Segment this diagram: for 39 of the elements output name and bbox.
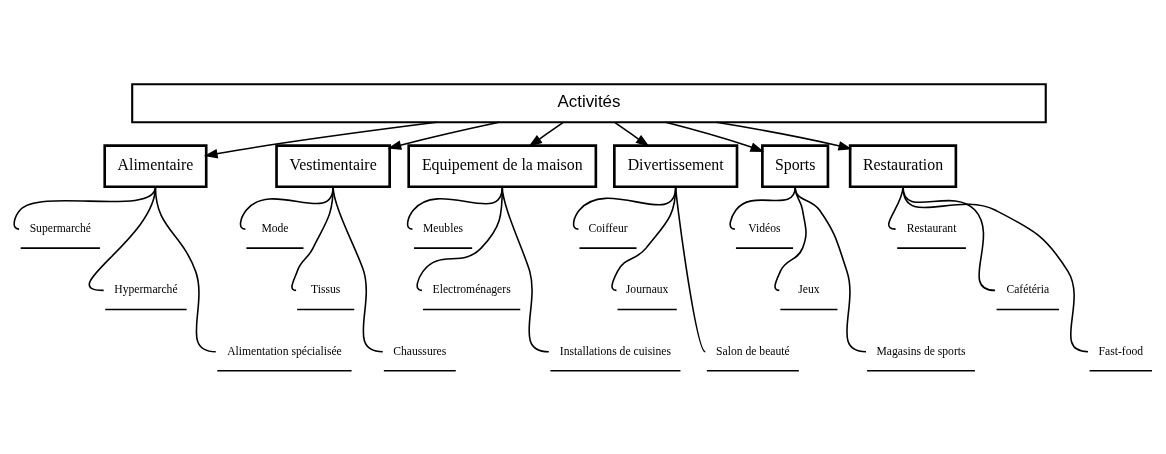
node-box: Vestimentaire (275, 143, 391, 188)
arrow (715, 121, 853, 151)
node-text: Meubles (423, 221, 464, 235)
connector (501, 185, 550, 353)
node-text: Magasins de sports (876, 344, 966, 358)
node-text: Supermarché (29, 221, 91, 235)
connector (416, 185, 504, 291)
node-text: Alimentation spécialisée (227, 344, 342, 358)
node-text: Fast-food (1098, 344, 1144, 358)
node-text: Jeux (798, 282, 820, 296)
node-text: Restaurant (906, 221, 957, 235)
node-text: Installations de cuisines (559, 344, 671, 358)
connector (794, 185, 867, 353)
node-text: Mode (261, 221, 289, 235)
arrow (387, 121, 500, 150)
node-text: Hypermarché (114, 282, 178, 296)
arrow (203, 121, 438, 158)
node-box: Equipement de la maison (407, 143, 598, 188)
node-text: Coiffeur (588, 221, 628, 235)
connector (13, 185, 157, 230)
connector (332, 185, 384, 353)
connector (902, 185, 1089, 353)
connector (674, 185, 707, 353)
node-text: Chaussures (393, 344, 447, 358)
node-text: Journaux (625, 282, 669, 296)
node-text: Tissus (311, 282, 341, 296)
node-box: Divertissement (613, 143, 739, 188)
node-box: Restauration (848, 143, 958, 188)
arrow (664, 121, 765, 152)
node-text: Vidéos (748, 221, 781, 235)
node-box: Alimentaire (103, 143, 208, 188)
node-box: Activités (131, 82, 1047, 123)
arrow (528, 121, 564, 147)
node-text: Salon de beauté (716, 344, 790, 358)
connector (154, 185, 217, 353)
node-text: Electroménagers (432, 282, 511, 296)
node-text: Cafétéria (1006, 282, 1050, 296)
arrow (614, 121, 650, 147)
node-box: Sports (761, 143, 830, 188)
